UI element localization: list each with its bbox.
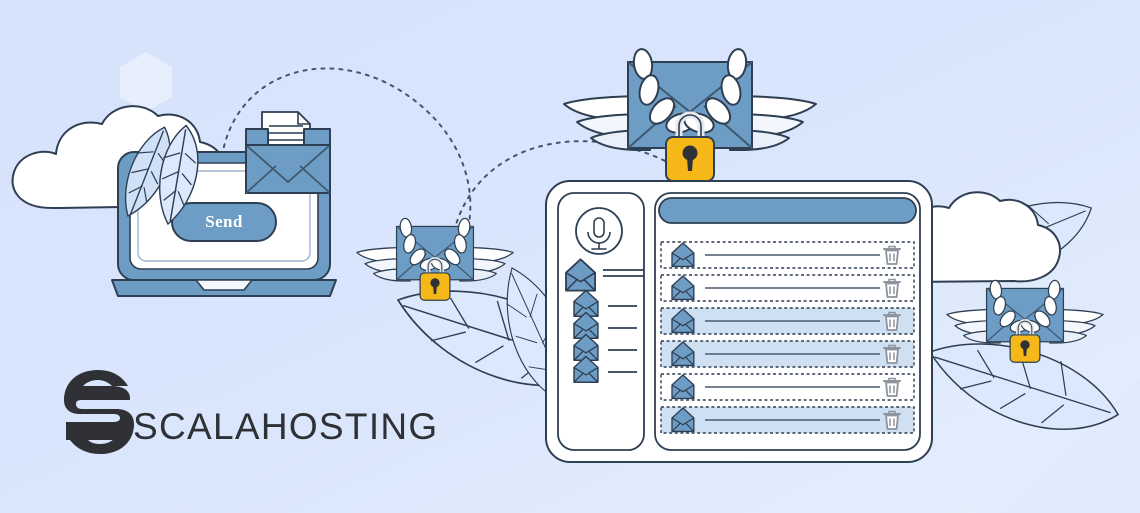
email-header-bar [658,197,917,224]
sidebar-item-folder-4[interactable] [573,355,637,383]
table-row[interactable] [660,406,915,434]
scalahosting-s-logo [64,370,134,454]
envelope-with-document [245,111,331,194]
leaf-laptop-back [124,126,171,218]
hexagon-decor [120,52,172,112]
sidebar-item-folder-1[interactable] [573,289,637,317]
table-row[interactable] [660,307,915,335]
email-sidebar [557,192,645,451]
trash-icon[interactable] [883,278,901,298]
table-row[interactable] [660,340,915,368]
trash-icon[interactable] [883,245,901,265]
email-list-area [654,192,921,451]
table-row[interactable] [660,241,915,269]
leaf-laptop-front [158,124,199,226]
send-button[interactable] [171,202,277,242]
microphone-icon[interactable] [575,207,623,255]
trash-icon[interactable] [883,344,901,364]
trash-icon[interactable] [883,311,901,331]
trash-icon[interactable] [883,410,901,430]
trash-icon[interactable] [883,377,901,397]
dotted-path-a [221,67,472,241]
sidebar-item-folder-2[interactable] [573,311,637,339]
table-row[interactable] [660,373,915,401]
email-client-panel [545,180,933,463]
table-row[interactable] [660,274,915,302]
sidebar-item-inbox[interactable] [565,258,644,292]
sidebar-item-folder-3[interactable] [573,333,637,361]
